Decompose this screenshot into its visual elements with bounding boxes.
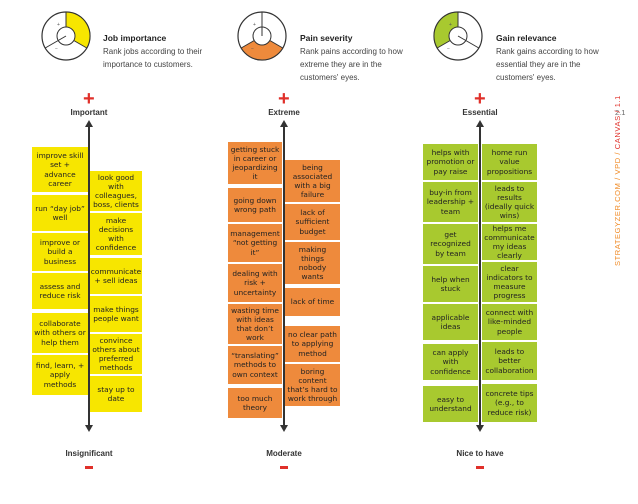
pains-axis-bottom-label: Moderate bbox=[266, 449, 302, 458]
gain-note: helps with promotion or pay raise bbox=[423, 144, 478, 180]
gain-note: leads to better collaboration bbox=[482, 342, 537, 380]
pain-note: getting stuck in career or jeopardizing … bbox=[228, 142, 282, 184]
pain-note: lack of sufficient budget bbox=[285, 204, 340, 240]
jobs-axis-arrow-up bbox=[85, 120, 93, 127]
page-number: 2.1 bbox=[615, 108, 626, 117]
job-note: stay up to date bbox=[90, 376, 142, 412]
svg-text:+: + bbox=[253, 22, 256, 28]
side-url-text: STRATEGYZER.COM / VPD / CANVAS / 1.1 bbox=[613, 95, 622, 266]
gain-note: applicable ideas bbox=[423, 304, 478, 340]
svg-text:−: − bbox=[447, 46, 450, 52]
gains-axis-top-label: Essential bbox=[462, 108, 498, 117]
gain-note: get recognized by team bbox=[423, 224, 478, 264]
gain-note: connect with like-minded people bbox=[482, 304, 537, 340]
pain-note: boring content that’s hard to work throu… bbox=[285, 364, 340, 406]
job-note: assess and reduce risk bbox=[32, 273, 88, 309]
job-note: make things people want bbox=[90, 296, 142, 332]
jobs-plus-sign: + bbox=[83, 88, 95, 110]
jobs-profile-icon: + − bbox=[41, 11, 91, 61]
job-note: make decisions with confidence bbox=[90, 213, 142, 255]
gains-header-desc: Rank gains according to how essential th… bbox=[496, 47, 599, 82]
gain-note: clear indicators to measure progress bbox=[482, 262, 537, 302]
pain-note: dealing with risk + uncertainty bbox=[228, 264, 282, 302]
pains-plus-sign: + bbox=[278, 88, 290, 110]
gains-axis-arrow-down bbox=[476, 425, 484, 432]
job-note: run “day job” well bbox=[32, 195, 88, 231]
pain-note: no clear path to applying method bbox=[285, 326, 340, 362]
pains-axis-top-label: Extreme bbox=[268, 108, 300, 117]
pain-note: “translating” methods to own context bbox=[228, 346, 282, 384]
side-url-plain: STRATEGYZER.COM / VPD / bbox=[613, 149, 622, 266]
gains-plus-sign: + bbox=[474, 88, 486, 110]
jobs-axis-arrow-down bbox=[85, 425, 93, 432]
gain-note: can apply with confidence bbox=[423, 344, 478, 380]
gain-note: help when stuck bbox=[423, 266, 478, 302]
gains-profile-icon: + − bbox=[433, 11, 483, 61]
pains-header-desc: Rank pains according to how extreme they… bbox=[300, 47, 403, 82]
gains-axis-arrow-up bbox=[476, 120, 484, 127]
pains-axis-arrow-up bbox=[280, 120, 288, 127]
pain-note: lack of time bbox=[285, 288, 340, 316]
pain-note: too much theory bbox=[228, 388, 282, 418]
job-note: look good with colleagues, boss, clients bbox=[90, 171, 142, 211]
jobs-axis-line bbox=[88, 126, 90, 426]
gain-note: concrete tips (e.g., to reduce risk) bbox=[482, 384, 537, 422]
pain-note: wasting time with ideas that don’t work bbox=[228, 304, 282, 344]
job-note: convince others about preferred methods bbox=[90, 334, 142, 374]
job-note: communicate + sell ideas bbox=[90, 258, 142, 294]
gain-note: leads to results (ideally quick wins) bbox=[482, 182, 537, 222]
svg-text:−: − bbox=[251, 46, 254, 52]
pains-profile-icon: + − bbox=[237, 11, 287, 61]
side-url-highlight: CANVAS / 1.1 bbox=[613, 95, 622, 150]
job-note: improve skill set + advance career bbox=[32, 147, 88, 192]
gains-axis-line bbox=[479, 126, 481, 426]
jobs-axis-top-label: Important bbox=[70, 108, 108, 117]
gains-header-title: Gain relevance bbox=[496, 33, 557, 43]
job-note: collaborate with others or help them bbox=[32, 313, 88, 353]
pain-note: being associated with a big failure bbox=[285, 160, 340, 202]
gain-note: buy-in from leadership + team bbox=[423, 182, 478, 222]
pains-axis-line bbox=[283, 126, 285, 426]
jobs-minus-sign bbox=[85, 466, 93, 469]
pains-minus-sign bbox=[280, 466, 288, 469]
svg-text:−: − bbox=[55, 46, 58, 52]
gain-note: helps me communicate my ideas clearly bbox=[482, 224, 537, 260]
pain-note: management “not getting it” bbox=[228, 224, 282, 262]
jobs-header-title: Job importance bbox=[103, 33, 167, 43]
gains-axis-bottom-label: Nice to have bbox=[456, 449, 504, 458]
svg-text:+: + bbox=[57, 22, 60, 28]
job-note: improve or build a business bbox=[32, 233, 88, 271]
pains-axis-arrow-down bbox=[280, 425, 288, 432]
job-note: find, learn, + apply methods bbox=[32, 355, 88, 395]
pains-header-title: Pain severity bbox=[300, 33, 353, 43]
jobs-axis-bottom-label: Insignificant bbox=[65, 449, 113, 458]
gains-minus-sign bbox=[476, 466, 484, 469]
gain-note: home run value propositions bbox=[482, 144, 537, 180]
pain-note: making things nobody wants bbox=[285, 242, 340, 284]
jobs-header-desc: Rank jobs according to their importance … bbox=[103, 47, 203, 69]
gain-note: easy to understand bbox=[423, 386, 478, 422]
svg-text:+: + bbox=[449, 22, 452, 28]
pain-note: going down wrong path bbox=[228, 188, 282, 222]
